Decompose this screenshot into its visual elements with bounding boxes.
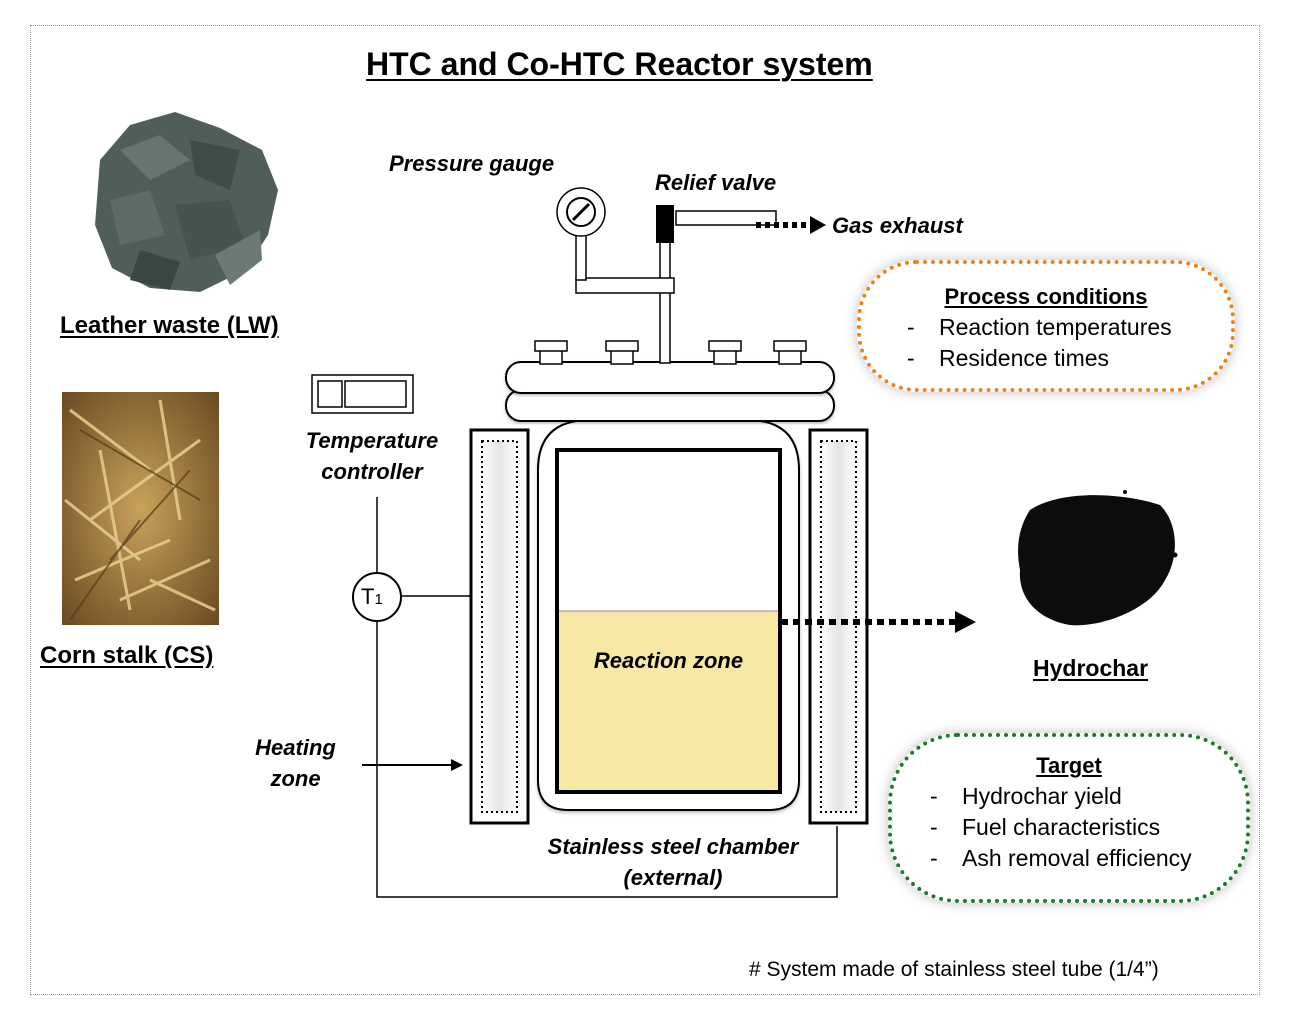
figure-frame: [30, 25, 1260, 995]
reactor-flange-lower: [505, 389, 835, 422]
thermocouple-subscript: 1: [374, 591, 383, 608]
relief-valve-label: Relief valve: [655, 170, 777, 195]
target-item: -Hydrochar yield: [930, 783, 1122, 809]
target-text: Fuel characteristics: [962, 814, 1161, 840]
hydrochar-label: Hydrochar: [1033, 655, 1149, 681]
target-box: Target -Hydrochar yield -Fuel characteri…: [888, 733, 1250, 903]
leather-waste-photo: [95, 112, 278, 292]
flange-bolts: [534, 340, 807, 365]
process-condition-item: -Residence times: [907, 345, 1110, 371]
relief-valve-icon: [656, 205, 674, 243]
product-arrow-icon: [781, 611, 976, 633]
corn-stalk-label: Corn stalk (CS): [40, 642, 214, 669]
corn-stalk-photo: [62, 392, 219, 625]
heating-arrow-icon: [362, 759, 463, 771]
temperature-controller-label-line1: Temperature: [305, 428, 439, 453]
reaction-zone: [559, 611, 778, 790]
target-heading: Target: [1036, 753, 1102, 778]
heater-right: [808, 428, 869, 825]
thermocouple-label: T1: [361, 584, 383, 610]
target-item: -Ash removal efficiency: [930, 845, 1192, 871]
process-conditions-box: Process conditions -Reaction temperature…: [857, 260, 1235, 392]
process-condition-text: Residence times: [939, 345, 1110, 371]
target-list: -Hydrochar yield -Fuel characteristics -…: [930, 781, 1246, 874]
chamber-label-line1: Stainless steel chamber: [547, 834, 799, 859]
thermocouple-letter: T: [361, 584, 375, 609]
process-conditions-heading: Process conditions: [944, 284, 1148, 309]
gas-exhaust-arrow-icon: [756, 216, 826, 234]
heater-left: [469, 428, 530, 825]
thermocouple-icon: [352, 572, 402, 622]
footnote: # System made of stainless steel tube (1…: [749, 958, 1159, 981]
control-wiring: [376, 497, 838, 898]
process-conditions-list: -Reaction temperatures -Residence times: [907, 312, 1231, 374]
pressure-gauge-label: Pressure gauge: [389, 151, 555, 176]
process-condition-item: -Reaction temperatures: [907, 314, 1172, 340]
target-text: Hydrochar yield: [962, 783, 1122, 809]
gas-piping: [575, 210, 777, 364]
leather-waste-label: Leather waste (LW): [60, 312, 279, 339]
heating-zone-label-line2: zone: [270, 766, 321, 791]
temperature-controller-device: [311, 374, 414, 414]
pressure-gauge-icon: [556, 187, 606, 237]
target-item: -Fuel characteristics: [930, 814, 1161, 840]
diagram-title: HTC and Co-HTC Reactor system: [366, 46, 873, 82]
reaction-zone-label: Reaction zone: [593, 648, 744, 673]
target-text: Ash removal efficiency: [962, 845, 1192, 871]
heating-zone-label-line1: Heating: [255, 735, 336, 760]
reactor-flange-upper: [505, 361, 835, 394]
chamber-label-line2: (external): [623, 865, 723, 890]
temperature-controller-label-line2: controller: [321, 459, 423, 484]
hydrochar-photo: [1018, 490, 1178, 626]
process-condition-text: Reaction temperatures: [939, 314, 1172, 340]
gas-exhaust-label: Gas exhaust: [832, 213, 963, 238]
